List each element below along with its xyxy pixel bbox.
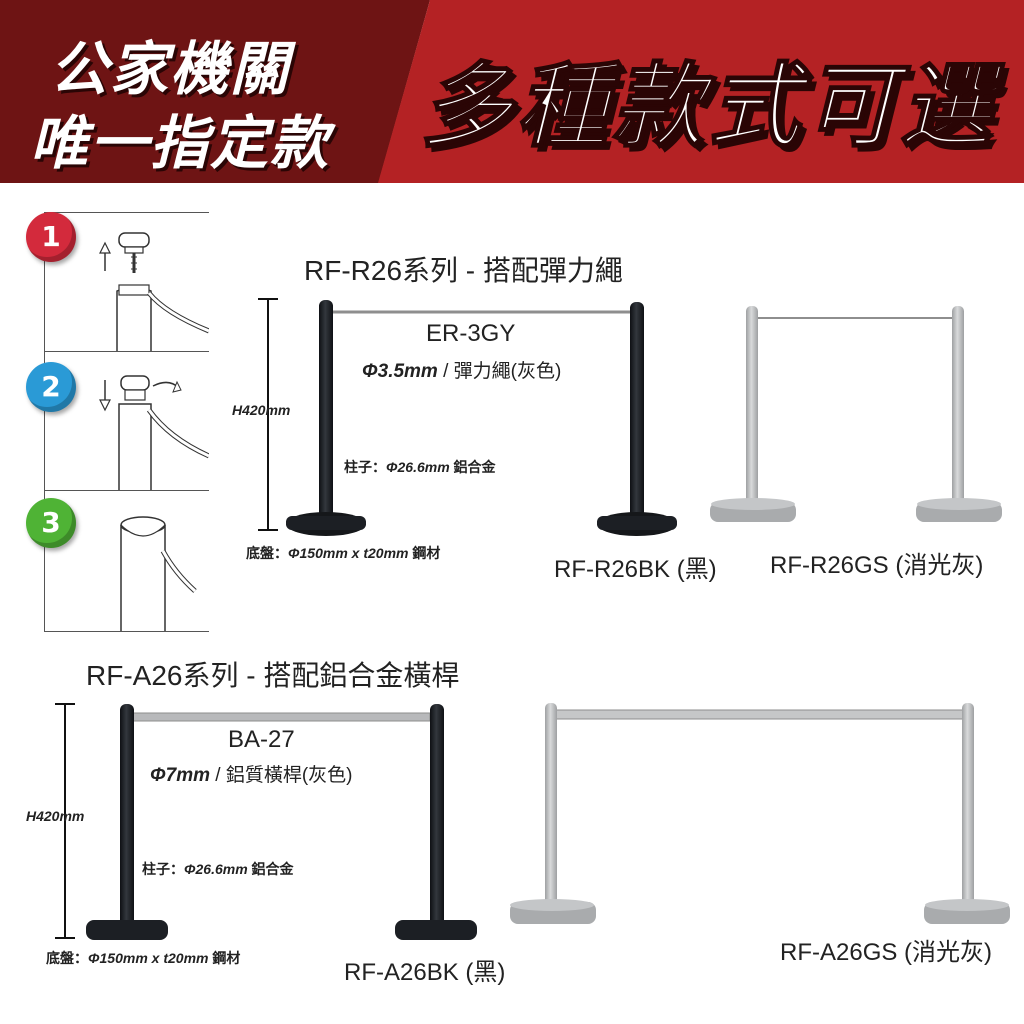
aluminium-bar xyxy=(555,709,965,720)
post xyxy=(962,703,974,909)
step-row-2 xyxy=(45,352,209,491)
r26-rope-code: ER-3GY xyxy=(426,320,516,347)
a26-series-title: RF-A26系列 - 搭配鋁合金橫桿 xyxy=(86,660,460,691)
aluminium-bar xyxy=(131,712,431,722)
a26-height-dimension xyxy=(55,703,75,939)
a26-grey-pair xyxy=(510,703,1010,924)
cap-insert-icon xyxy=(99,375,209,490)
a26-grey-model: RF-A26GS (消光灰) xyxy=(780,939,993,966)
post xyxy=(430,704,444,926)
a26-bar-spec: Φ7mm / 鋁質橫桿(灰色) xyxy=(150,760,352,787)
r26-black-pair xyxy=(286,300,677,536)
post xyxy=(952,306,964,510)
step-row-3 xyxy=(45,491,209,631)
banner-right-title: 多種款式可選 xyxy=(419,52,997,161)
install-steps-panel xyxy=(44,212,209,632)
r26-height-label: H420mm xyxy=(232,402,291,418)
a26-post-spec: 柱子：Φ26.6mm 鋁合金 xyxy=(142,861,294,877)
post xyxy=(746,306,758,510)
a26-bar-code: BA-27 xyxy=(228,726,295,753)
post xyxy=(545,703,557,909)
cap-lift-icon xyxy=(99,232,209,351)
step-badge-1: 1 xyxy=(26,212,76,262)
r26-grey-model: RF-R26GS (消光灰) xyxy=(770,552,984,579)
r26-grey-pair xyxy=(710,306,1002,522)
a26-bar-size: Φ7mm xyxy=(150,765,210,786)
base xyxy=(86,920,168,940)
r26-series-title: RF-R26系列 - 搭配彈力繩 xyxy=(304,255,623,286)
a26-black-pair xyxy=(86,704,477,940)
step-badge-2: 2 xyxy=(26,362,76,412)
r26-rope-spec: Φ3.5mm / 彈力繩(灰色) xyxy=(362,356,561,383)
banner-left-line1: 公家機關 xyxy=(50,35,291,103)
cap-installed-icon xyxy=(120,516,197,631)
step-row-1 xyxy=(45,213,209,352)
a26-black-model: RF-A26BK (黑) xyxy=(344,959,506,986)
r26-rope-size: Φ3.5mm xyxy=(362,361,438,382)
r26-height-dimension xyxy=(258,298,278,531)
r26-base-spec: 底盤：Φ150mm x t20mm 鋼材 xyxy=(246,545,441,561)
a26-base-spec: 底盤：Φ150mm x t20mm 鋼材 xyxy=(46,950,241,966)
banner-left-line2: 唯一指定款 xyxy=(30,109,331,177)
banner-right-panel xyxy=(378,0,1024,183)
post xyxy=(319,300,333,518)
r26-post-spec: 柱子：Φ26.6mm 鋁合金 xyxy=(344,459,496,475)
a26-bar-desc: / 鋁質橫桿(灰色) xyxy=(209,765,353,786)
header-banner: 公家機關 唯一指定款 多種款式可選 xyxy=(0,0,1024,183)
r26-black-model: RF-R26BK (黑) xyxy=(554,556,717,583)
r26-rope-desc: / 彈力繩(灰色) xyxy=(437,361,562,382)
post xyxy=(120,704,134,926)
post xyxy=(630,302,644,518)
step-badge-3: 3 xyxy=(26,498,76,548)
base xyxy=(395,920,477,940)
a26-height-label: H420mm xyxy=(26,808,85,824)
banner-left-panel xyxy=(0,0,430,183)
